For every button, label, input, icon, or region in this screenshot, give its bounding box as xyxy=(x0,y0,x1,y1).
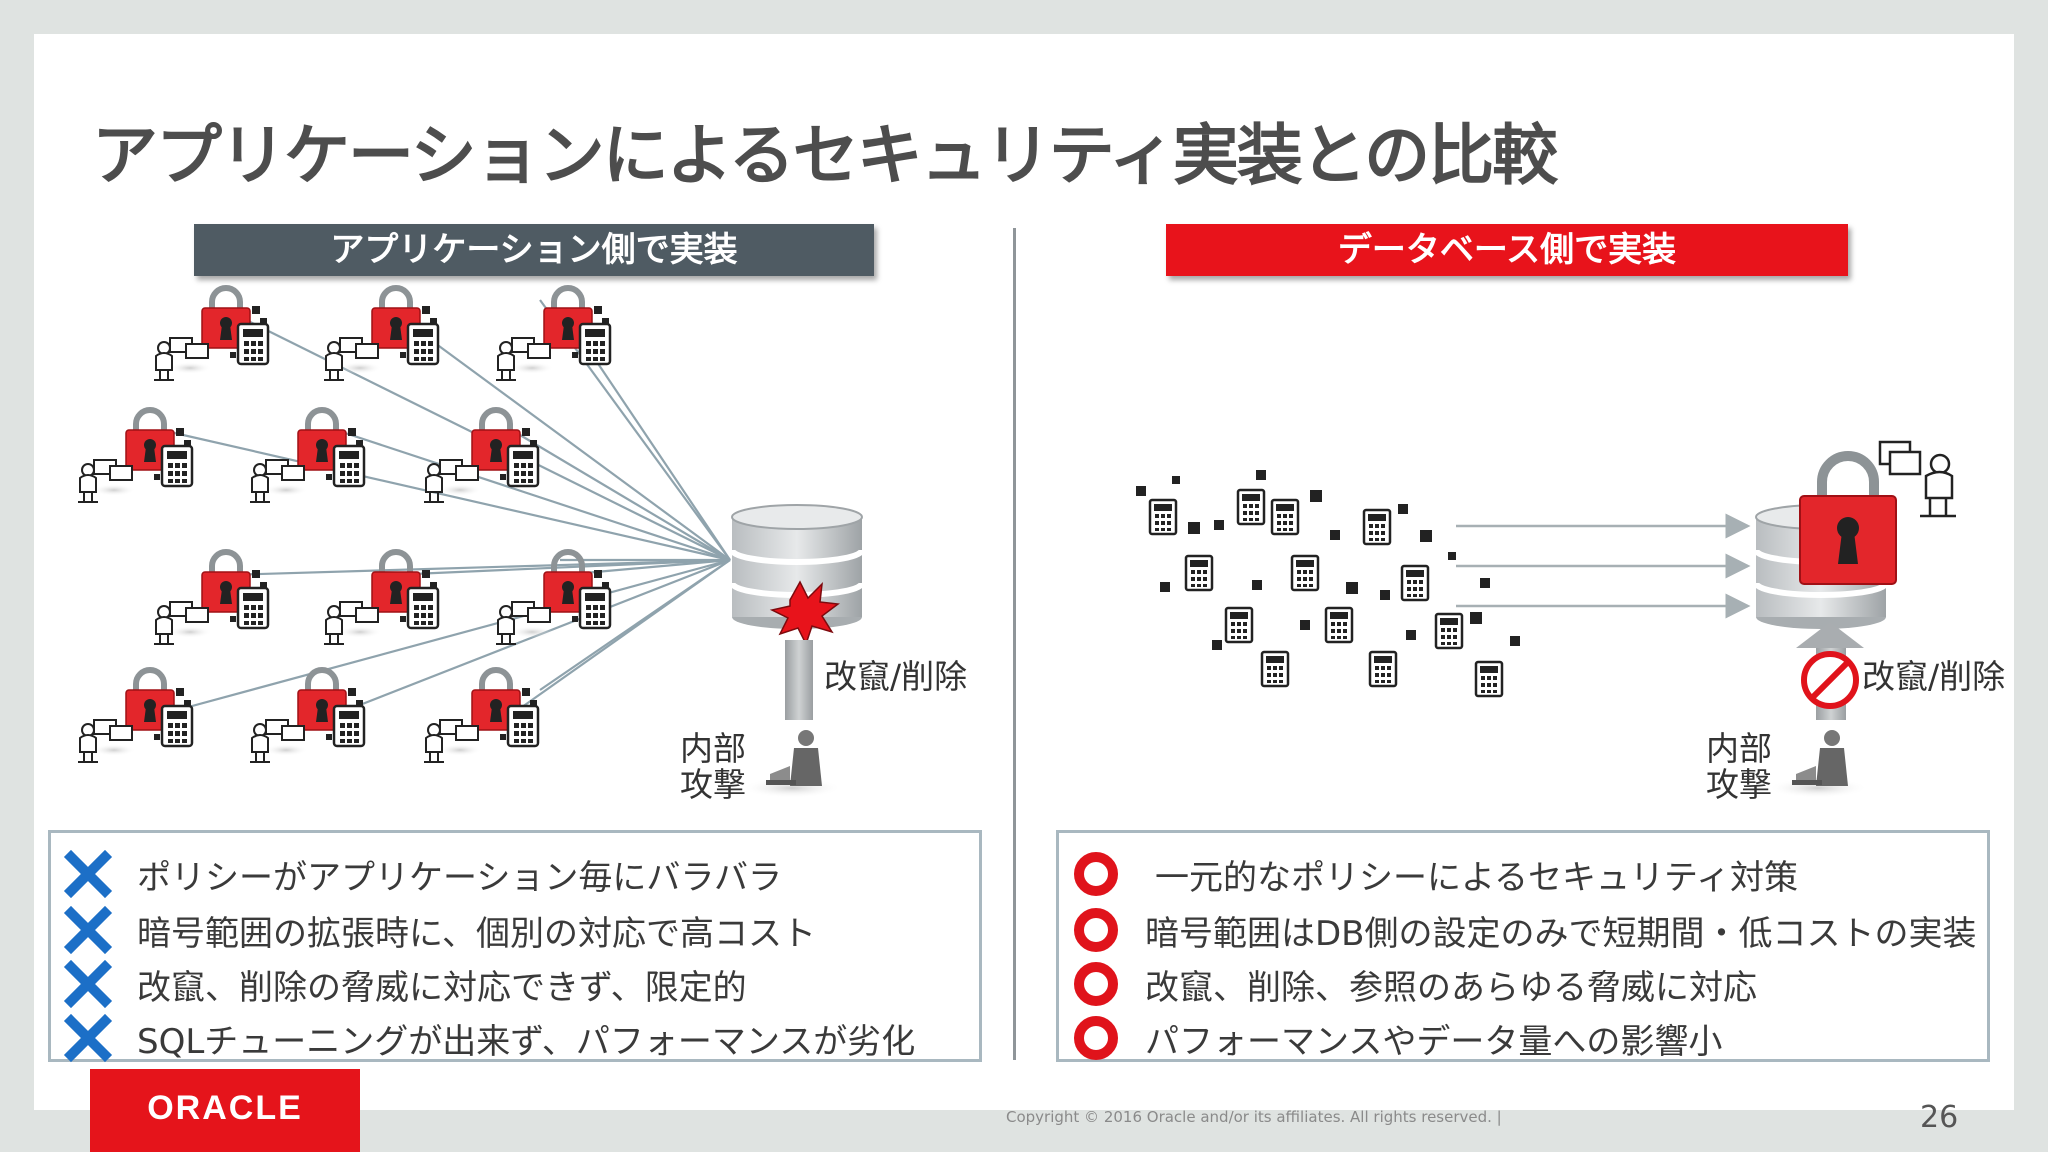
list-item-text: SQLチューニングが出来ず、パフォーマンスが劣化 xyxy=(137,1021,916,1062)
copyright-text: Copyright © 2016 Oracle and/or its affil… xyxy=(1006,1108,1502,1126)
client-cluster-icon xyxy=(424,410,538,502)
client-cluster-icon xyxy=(424,670,538,762)
page-number: 26 xyxy=(1920,1100,1959,1135)
lock-icon xyxy=(1799,451,1897,585)
list-item: 一元的なポリシーによるセキュリティ対策 xyxy=(1071,847,1798,901)
blocked-arrow-icon xyxy=(1796,622,1864,648)
left-insider-label-2: 攻撃 xyxy=(680,765,746,804)
right-benefits-list: 一元的なポリシーによるセキュリティ対策 暗号範囲はDB側の設定のみで短期間・低コ… xyxy=(1056,830,1990,1062)
panel-divider xyxy=(1013,228,1016,1060)
insider-person-icon xyxy=(742,730,842,798)
circle-mark-icon xyxy=(1074,908,1118,952)
list-item-text: ポリシーがアプリケーション毎にバラバラ xyxy=(137,857,782,898)
left-drawbacks-list: ポリシーがアプリケーション毎にバラバラ 暗号範囲の拡張時に、個別の対応で高コスト… xyxy=(48,830,982,1065)
left-panel-header: アプリケーション側で実装 xyxy=(194,224,874,276)
client-cluster-icon xyxy=(154,288,268,380)
oracle-logo: ORACLE xyxy=(90,1069,360,1152)
slide-title: アプリケーションによるセキュリティ実装との比較 xyxy=(92,117,1558,194)
device-cloud xyxy=(1136,470,1520,698)
list-item: パフォーマンスやデータ量への影響小 xyxy=(1071,1011,1722,1065)
x-mark-icon xyxy=(63,959,113,1009)
breach-burst-icon xyxy=(769,580,840,646)
list-item: ポリシーがアプリケーション毎にバラバラ xyxy=(63,847,782,901)
left-tamper-label: 改竄/削除 xyxy=(824,657,968,696)
logo-text: ORACLE xyxy=(147,1089,303,1127)
right-insider-label-2: 攻撃 xyxy=(1706,765,1772,804)
list-item: SQLチューニングが出来ず、パフォーマンスが劣化 xyxy=(63,1011,915,1065)
list-item: 暗号範囲の拡張時に、個別の対応で高コスト xyxy=(63,903,816,957)
client-cluster-icon xyxy=(78,410,192,502)
right-insider-label-1: 内部 xyxy=(1706,729,1772,768)
client-cluster-icon xyxy=(324,552,438,644)
list-item: 改竄、削除の脅威に対応できず、限定的 xyxy=(63,957,747,1011)
client-cluster-icon xyxy=(496,288,610,380)
client-cluster-icon xyxy=(154,552,268,644)
client-cluster-icon xyxy=(324,288,438,380)
circle-mark-icon xyxy=(1074,1016,1118,1060)
circle-mark-icon xyxy=(1074,962,1118,1006)
x-mark-icon xyxy=(63,1013,113,1063)
client-cluster-icon xyxy=(250,670,364,762)
list-item: 改竄、削除、参照のあらゆる脅威に対応 xyxy=(1071,957,1757,1011)
client-cluster-icon xyxy=(250,410,364,502)
admin-user-icon xyxy=(1878,440,1956,518)
circle-mark-icon xyxy=(1074,852,1118,896)
list-item-text: 改竄、削除、参照のあらゆる脅威に対応 xyxy=(1145,967,1757,1008)
list-item-text: 改竄、削除の脅威に対応できず、限定的 xyxy=(137,967,747,1008)
right-tamper-label: 改竄/削除 xyxy=(1862,657,2006,696)
right-panel-header: データベース側で実装 xyxy=(1166,224,1848,276)
x-mark-icon xyxy=(63,849,113,899)
list-item-text: パフォーマンスやデータ量への影響小 xyxy=(1145,1021,1723,1062)
list-item: 暗号範囲はDB側の設定のみで短期間・低コストの実装 xyxy=(1071,903,1977,957)
left-insider-label-1: 内部 xyxy=(680,729,746,768)
insider-person-icon xyxy=(1768,730,1868,798)
x-mark-icon xyxy=(63,905,113,955)
list-item-text: 一元的なポリシーによるセキュリティ対策 xyxy=(1155,857,1798,898)
no-entry-icon xyxy=(1801,651,1859,709)
attack-column-icon xyxy=(785,640,813,720)
client-cluster-icon xyxy=(78,670,192,762)
list-item-text: 暗号範囲の拡張時に、個別の対応で高コスト xyxy=(137,913,816,954)
list-item-text: 暗号範囲はDB側の設定のみで短期間・低コストの実装 xyxy=(1145,913,1977,954)
